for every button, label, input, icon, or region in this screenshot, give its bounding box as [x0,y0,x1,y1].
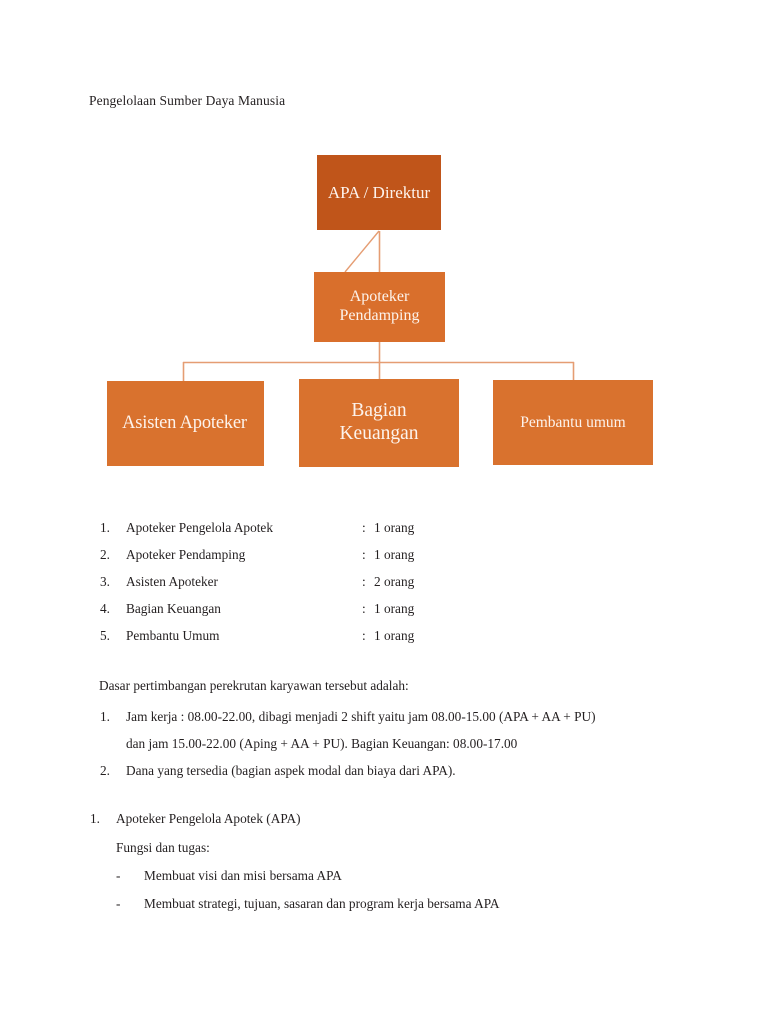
staffing-colon: : [362,520,366,535]
org-node-bagian-keuangan[interactable]: Bagian Keuangan [299,379,459,467]
staffing-list: 1. Apoteker Pengelola Apotek : 1 orang 2… [100,514,520,649]
recruitment-rationale-section: Dasar pertimbangan perekrutan karyawan t… [99,676,689,784]
staffing-colon: : [362,601,366,616]
org-node-bagian-keuangan-label: Bagian Keuangan [339,400,419,444]
tasks-heading-number: 1. [90,811,100,826]
list-item: - Membuat visi dan misi bersama APA [116,866,689,885]
staffing-value: 1 orang [374,547,415,562]
list-item: 4. Bagian Keuangan : 1 orang [100,595,520,622]
dash-bullet-icon: - [116,896,121,911]
org-node-asisten-apoteker[interactable]: Asisten Apoteker [107,381,264,466]
tasks-section: 1. Apoteker Pengelola Apotek (APA) Fungs… [89,809,689,913]
staffing-number: 1. [100,520,110,535]
list-item: 5. Pembantu Umum : 1 orang [100,622,520,649]
staffing-colon: : [362,628,366,643]
staffing-number: 2. [100,547,110,562]
rationale-intro: Dasar pertimbangan perekrutan karyawan t… [99,678,409,693]
staffing-value: 1 orang [374,628,415,643]
org-node-apa-direktur[interactable]: APA / Direktur [317,155,441,230]
staffing-colon: : [362,547,366,562]
tasks-subheading: Fungsi dan tugas: [116,840,210,855]
list-item: 1. Jam kerja : 08.00-22.00, dibagi menja… [99,703,689,757]
page-title: Pengelolaan Sumber Daya Manusia [89,93,286,108]
task-bullet-text: Membuat strategi, tujuan, sasaran dan pr… [144,896,500,911]
org-node-pembantu-umum-label: Pembantu umum [520,413,626,431]
rationale-text-line1: Jam kerja : 08.00-22.00, dibagi menjadi … [126,709,596,724]
list-item: - Membuat strategi, tujuan, sasaran dan … [116,894,689,913]
rationale-number: 2. [100,763,110,778]
staffing-label: Apoteker Pendamping [126,547,246,562]
rationale-text-line2: dan jam 15.00-22.00 (Aping + AA + PU). B… [126,736,518,751]
staffing-value: 2 orang [374,574,415,589]
connector-apa-aping-diagonal [344,230,380,273]
staffing-value: 1 orang [374,601,415,616]
staffing-label: Pembantu Umum [126,628,220,643]
org-node-apoteker-pendamping-label: Apoteker Pendamping [339,288,420,324]
staffing-value: 1 orang [374,520,415,535]
tasks-heading: 1. Apoteker Pengelola Apotek (APA) [89,809,689,828]
task-bullet-text: Membuat visi dan misi bersama APA [144,868,342,883]
org-node-pembantu-umum[interactable]: Pembantu umum [493,380,653,465]
dash-bullet-icon: - [116,868,121,883]
org-node-apa-direktur-label: APA / Direktur [327,182,431,202]
staffing-label: Bagian Keuangan [126,601,221,616]
staffing-number: 5. [100,628,110,643]
org-node-asisten-apoteker-label: Asisten Apoteker [122,412,247,433]
list-item: 1. Apoteker Pengelola Apotek : 1 orang [100,514,520,541]
list-item: 2. Apoteker Pendamping : 1 orang [100,541,520,568]
tasks-heading-label: Apoteker Pengelola Apotek (APA) [116,811,301,826]
org-chart: APA / Direktur Apoteker Pendamping Asist… [0,0,768,500]
staffing-colon: : [362,574,366,589]
rationale-number: 1. [100,709,110,724]
org-node-apoteker-pendamping[interactable]: Apoteker Pendamping [314,272,445,342]
list-item: 3. Asisten Apoteker : 2 orang [100,568,520,595]
rationale-text-line1: Dana yang tersedia (bagian aspek modal d… [126,763,456,778]
staffing-number: 4. [100,601,110,616]
list-item: 2. Dana yang tersedia (bagian aspek moda… [99,757,689,784]
staffing-label: Asisten Apoteker [126,574,218,589]
staffing-number: 3. [100,574,110,589]
staffing-label: Apoteker Pengelola Apotek [126,520,273,535]
